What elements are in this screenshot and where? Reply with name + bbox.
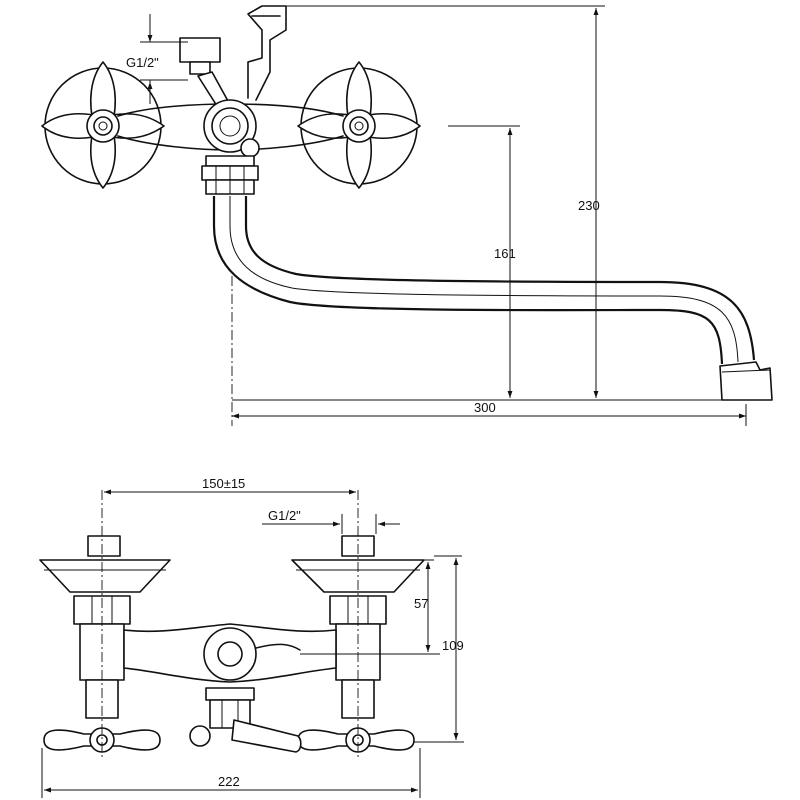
dim-body-height: 109 [442, 638, 464, 653]
dim-inlet-thread-top: G1/2" [126, 55, 159, 70]
dim-overall-width: 222 [218, 774, 240, 789]
dim-spout-reach: 300 [474, 400, 496, 415]
top-view: G1/2" 230 161 300 [42, 6, 772, 426]
dim-total-height: 230 [578, 198, 600, 213]
spout-top [202, 156, 772, 400]
top-view-dimensions: G1/2" 230 161 300 [126, 6, 760, 426]
dim-inlet-thread-front: G1/2" [268, 508, 301, 523]
dim-centers: 150±15 [202, 476, 245, 491]
spout-nut-front [190, 688, 301, 752]
front-view: 150±15 G1/2" 57 109 222 [40, 476, 464, 798]
dim-spout-height: 161 [494, 246, 516, 261]
right-handle-top [298, 62, 420, 188]
body-front [124, 624, 336, 682]
central-cartridge-top [204, 100, 259, 157]
dim-handle-offset: 57 [414, 596, 428, 611]
left-handle-top [42, 62, 164, 188]
